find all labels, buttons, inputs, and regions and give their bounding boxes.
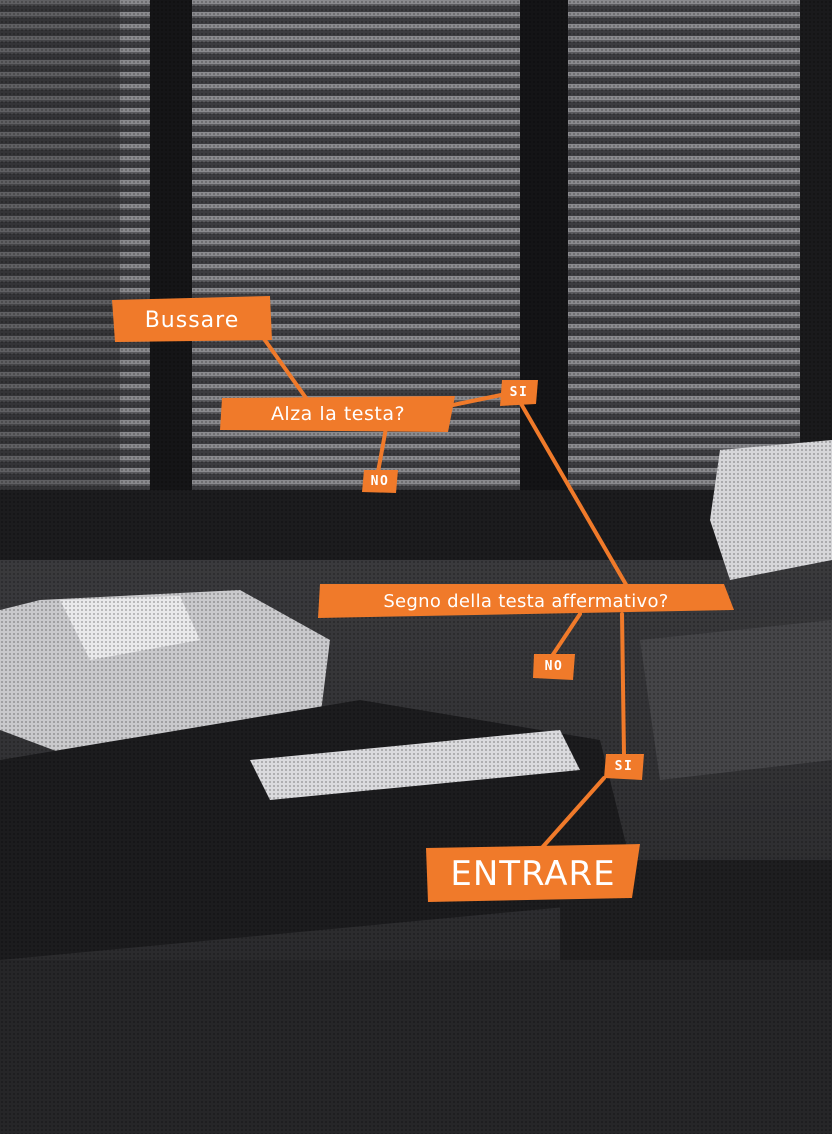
branch-alza-si: SI [500,379,538,406]
connector-alza-no [378,428,386,472]
connector-segno-si [622,614,624,756]
branch-segno-no: NO [533,653,575,680]
branch-segno-si-text: SI [615,759,634,774]
connector-segno-no [552,614,580,656]
branch-alza-si-text: SI [510,385,529,400]
node-entrare-text: ENTRARE [450,854,615,894]
connector-si-segno [520,402,628,588]
node-bussare: Bussare [112,298,272,342]
branch-segno-si: SI [604,753,644,780]
node-segno-text: Segno della testa affermativo? [383,591,668,612]
connector-alza-si [448,394,506,406]
branch-alza-no: NO [362,469,398,493]
node-alza-la-testa: Alza la testa? [220,396,456,432]
branch-alza-no-text: NO [371,474,390,489]
branch-segno-no-text: NO [545,659,564,674]
connector-si-entrare [540,778,604,850]
node-entrare: ENTRARE [424,846,642,902]
connector-bussare-alza [262,336,306,398]
node-segno-della-testa: Segno della testa affermativo? [318,584,734,618]
node-bussare-text: Bussare [145,308,240,333]
node-alza-text: Alza la testa? [271,403,405,425]
